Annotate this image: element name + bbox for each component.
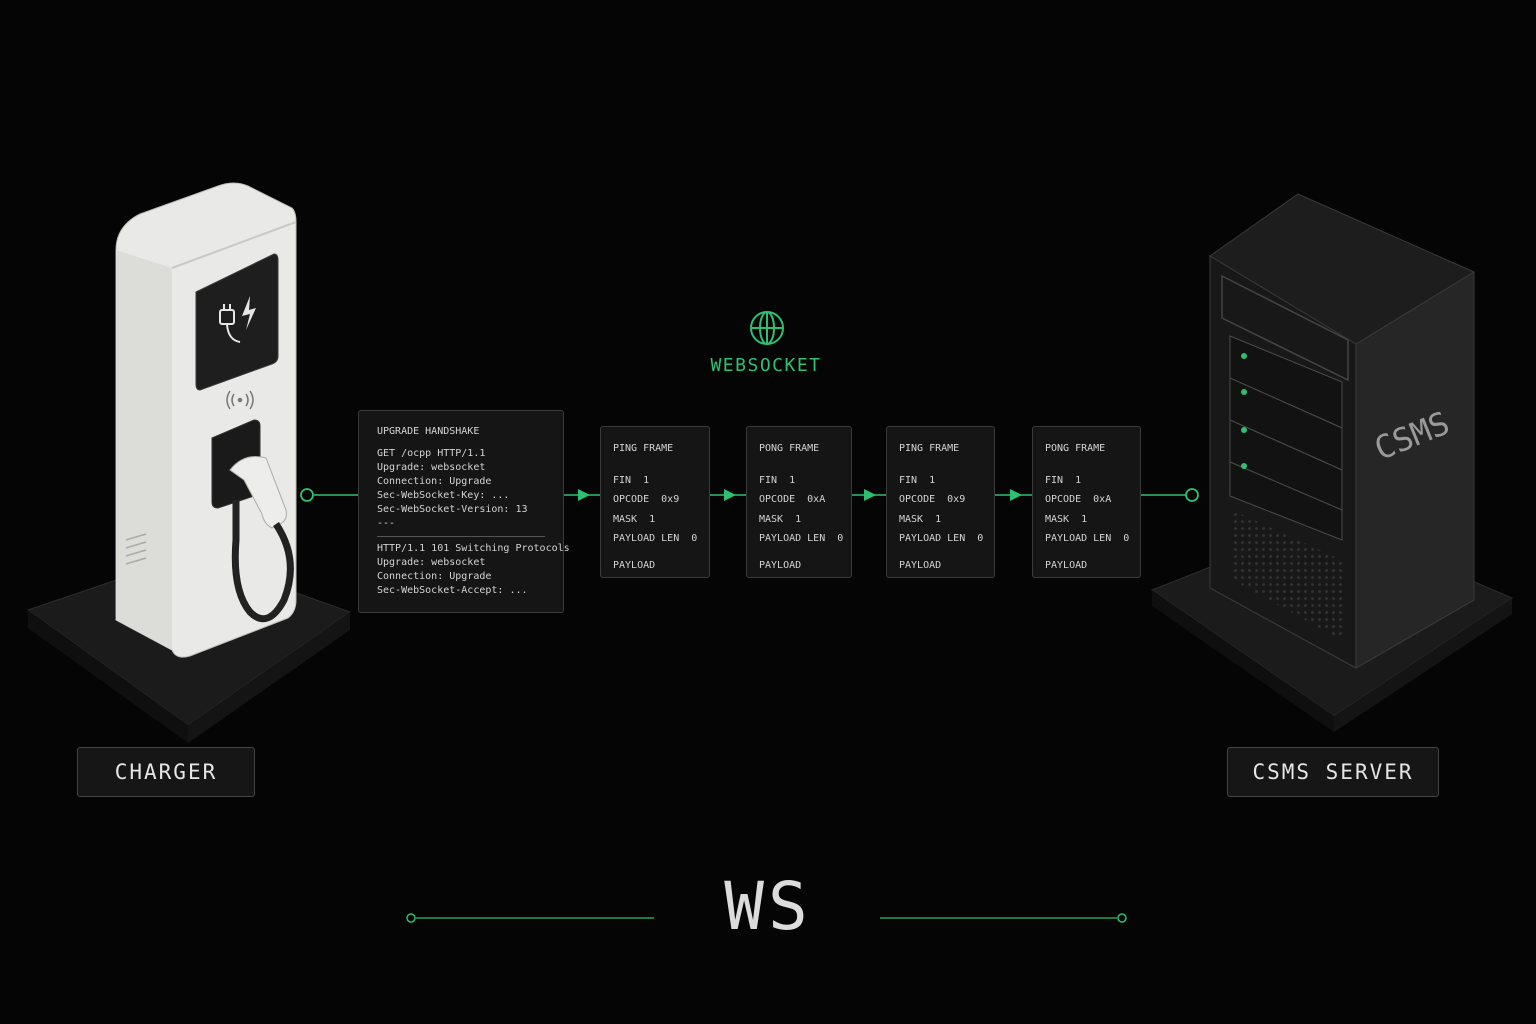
frame-mask: MASK 1 [1045,513,1088,525]
flow-arrows [578,489,1022,501]
frame-mask: MASK 1 [759,513,802,525]
csms-server-device [1150,193,1514,732]
frame-fin: FIN 1 [1045,474,1082,486]
charger-body-side [116,250,172,650]
frame-opcode: OPCODE 0xA [1045,494,1112,505]
server-drive-bays [1229,335,1343,541]
frame-opcode: OPCODE 0x9 [899,494,966,505]
frame-fin: FIN 1 [899,474,936,486]
server-label: CSMS SERVER [1227,747,1439,797]
frame-title: PONG FRAME [1045,443,1106,454]
globe-icon [750,311,784,345]
server-vent-grill [1232,510,1342,640]
start-node [300,488,314,502]
handshake-request-line: Connection: Upgrade [377,476,492,487]
handshake-response-line: Upgrade: websocket [377,557,486,568]
footer-title: WS [724,868,812,945]
handshake-request-line: GET /ocpp HTTP/1.1 [377,448,486,459]
handshake-separator-text: --- [377,518,396,529]
charger-vents [125,533,147,565]
plug-icon [219,304,241,343]
charger-base-side [28,610,188,743]
frame-payload: PAYLOAD [759,559,802,571]
frame-opcode: OPCODE 0x9 [613,494,680,505]
handshake-box: UPGRADE HANDSHAKE GET /ocpp HTTP/1.1 Upg… [358,410,570,613]
frame-payload: PAYLOAD [613,559,656,571]
end-node [1185,488,1199,502]
server-status-leds [1241,353,1247,469]
ping-frame-box: PING FRAME FIN 1 OPCODE 0x9 MASK 1 PAYLO… [886,426,995,578]
frame-fin: FIN 1 [759,474,796,486]
frame-mask: MASK 1 [899,513,942,525]
frame-payload: PAYLOAD [1045,559,1088,571]
frame-payload: PAYLOAD [899,559,942,571]
charger-cable [231,500,294,623]
frame-mask: MASK 1 [613,513,656,525]
handshake-request-line: Sec-WebSocket-Version: 13 [377,504,528,515]
protocol-title: WEBSOCKET [710,355,822,376]
charger-device [26,182,352,743]
charger-screen [195,253,279,391]
ping-frame-box: PING FRAME FIN 1 OPCODE 0x9 MASK 1 PAYLO… [600,426,710,578]
charger-connector [229,456,287,529]
handshake-request-line: Upgrade: websocket [377,462,486,473]
footer-rule-right [880,913,1127,923]
server-top-bars [1221,274,1349,382]
arrow-head [864,489,876,501]
handshake-title: UPGRADE HANDSHAKE [377,426,480,437]
frame-payload-len: PAYLOAD LEN 0 [1045,533,1130,544]
pong-frame-box: PONG FRAME FIN 1 OPCODE 0xA MASK 1 PAYLO… [1032,426,1141,578]
handshake-divider [377,536,545,537]
handshake-request-line: Sec-WebSocket-Key: ... [377,490,510,501]
arrow-head [578,489,590,501]
arrow-head [1010,489,1022,501]
frame-payload-len: PAYLOAD LEN 0 [613,533,698,544]
frame-fin: FIN 1 [613,474,650,486]
frame-payload-len: PAYLOAD LEN 0 [899,533,984,544]
contactless-icon [226,390,254,410]
frame-payload-len: PAYLOAD LEN 0 [759,533,844,544]
frame-opcode: OPCODE 0xA [759,494,826,505]
arrow-head [724,489,736,501]
frame-title: PING FRAME [899,443,960,454]
frame-title: PING FRAME [613,443,674,454]
handshake-response-line: Sec-WebSocket-Accept: ... [377,585,528,596]
bolt-icon [242,296,256,330]
charger-label: CHARGER [77,747,255,797]
charger-base-front [188,612,350,743]
frame-title: PONG FRAME [759,443,820,454]
pong-frame-box: PONG FRAME FIN 1 OPCODE 0xA MASK 1 PAYLO… [746,426,852,578]
footer-rule-left [406,913,654,923]
handshake-response-line: Connection: Upgrade [377,571,492,582]
handshake-response-line: HTTP/1.1 101 Switching Protocols [377,543,570,554]
